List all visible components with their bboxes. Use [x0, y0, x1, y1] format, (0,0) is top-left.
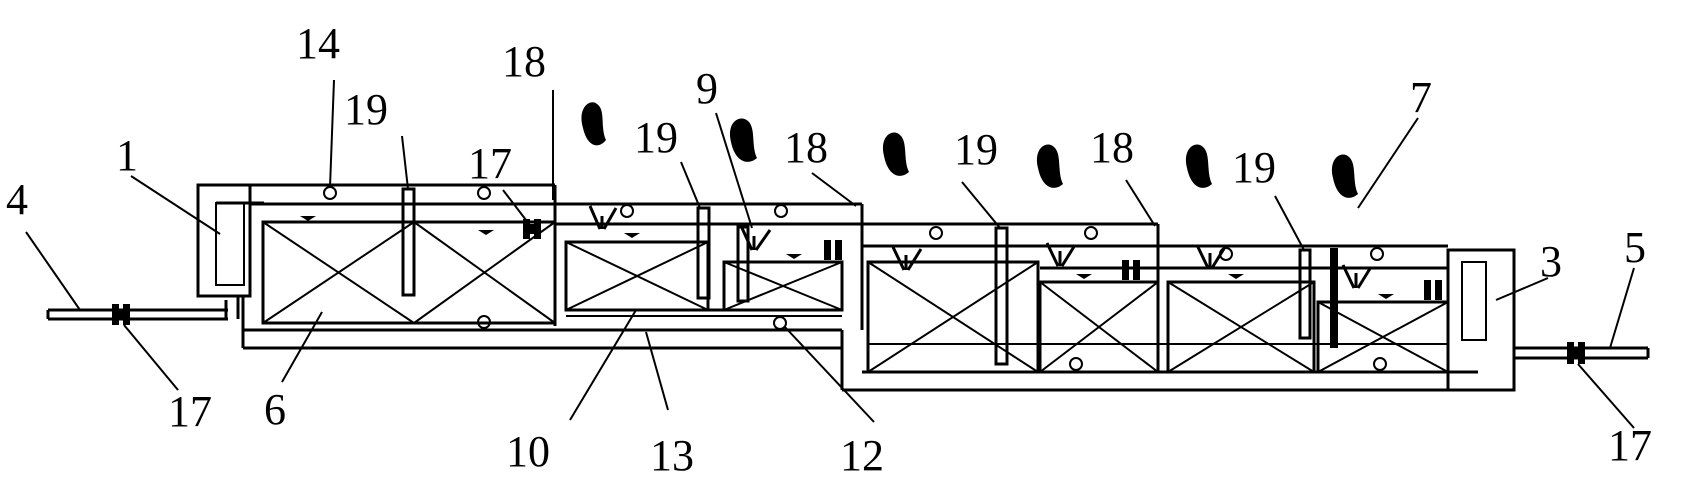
plant-5: [1185, 144, 1227, 269]
label-17: 17: [168, 387, 212, 436]
label-18: 18: [502, 37, 546, 86]
filter-media-bed-6: [261, 220, 557, 325]
baffles-19-lower: [994, 226, 1338, 366]
label-10: 10: [506, 427, 550, 476]
water-marks-second: [624, 233, 802, 259]
label-7: 7: [1410, 73, 1432, 122]
plant-3: [882, 132, 923, 271]
label-19: 19: [1232, 143, 1276, 192]
label-17: 17: [468, 139, 512, 188]
label-18: 18: [1090, 123, 1134, 172]
label-1: 1: [116, 131, 138, 180]
label-9: 9: [696, 64, 718, 113]
plant-2: [729, 118, 772, 251]
label-3: 3: [1540, 237, 1562, 286]
water-marks-left: [300, 216, 494, 235]
connecting-valve-17: [523, 219, 541, 239]
plants: [581, 102, 1373, 289]
label-17: 17: [1608, 421, 1652, 470]
label-19: 19: [344, 85, 388, 134]
plant-6: [1331, 154, 1373, 289]
water-marks-lower: [1076, 274, 1394, 299]
label-14: 14: [296, 19, 340, 68]
label-19: 19: [954, 125, 998, 174]
plant-4: [1036, 144, 1077, 267]
outlet-tank: [1446, 248, 1516, 392]
connecting-valves-lower: [1122, 260, 1442, 300]
label-19: 19: [634, 113, 678, 162]
label-13: 13: [650, 431, 694, 480]
label-4: 4: [6, 175, 28, 224]
baffles-19b: [696, 206, 750, 303]
filter-media-bed-10: [564, 240, 844, 312]
label-12: 12: [840, 431, 884, 480]
air-holes-second: [620, 204, 788, 330]
label-6: 6: [264, 385, 286, 434]
label-18: 18: [784, 123, 828, 172]
label-5: 5: [1624, 223, 1646, 272]
inlet-valve: [112, 304, 130, 325]
connecting-valve-2: [824, 240, 842, 260]
baffle-19a: [401, 187, 416, 297]
outlet-valve: [1567, 342, 1585, 364]
leader-lines: [25, 79, 1635, 429]
plant-1: [581, 102, 618, 230]
left-basin: [198, 183, 842, 350]
air-holes-lower: [929, 226, 1387, 371]
inlet-pipe: [46, 296, 240, 321]
inlet-tank: [196, 183, 264, 298]
reference-labels: 4 1 14 19 18 17 19 9 18 19 18 19 7 3 5 1…: [6, 19, 1652, 480]
